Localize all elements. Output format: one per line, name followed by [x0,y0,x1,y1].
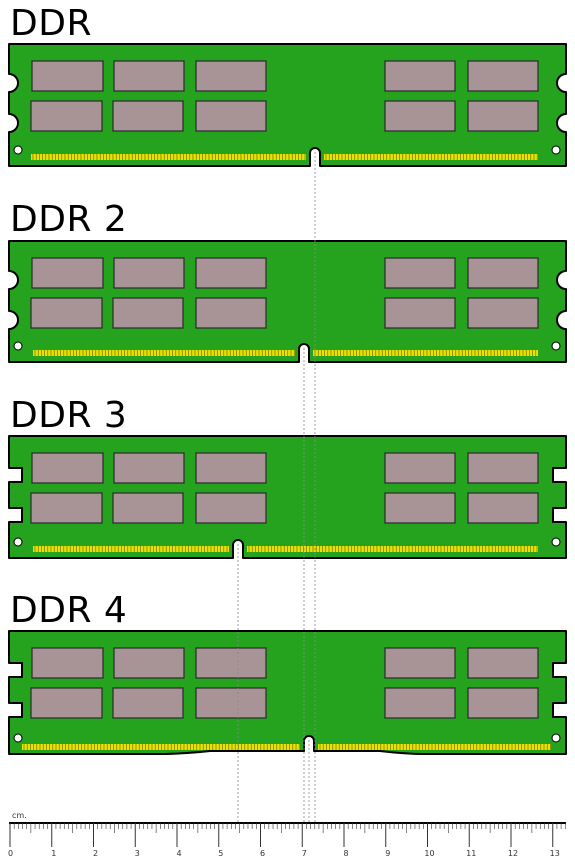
contact-strip-left-ddr4 [22,744,300,750]
memory-chip-ddr1 [113,60,185,92]
memory-chip-ddr4 [467,687,539,719]
memory-chip-ddr1 [195,60,267,92]
module-ddr4 [8,630,567,755]
memory-chip-ddr3 [113,452,185,484]
memory-chip-ddr3 [467,492,539,524]
memory-chip-ddr1 [30,100,103,132]
memory-chip-ddr3 [195,452,267,484]
memory-chip-ddr2 [467,297,539,329]
memory-chip-ddr2 [112,297,184,329]
ruler-label-3: 3 [135,849,140,858]
memory-chip-ddr1 [195,100,267,132]
mount-hole-left-ddr4 [13,733,23,743]
memory-chip-ddr2 [30,297,103,329]
memory-chip-ddr4 [112,687,184,719]
memory-chip-ddr2 [195,257,267,289]
mount-hole-right-ddr3 [551,537,561,547]
ruler-label-7: 7 [302,849,307,858]
mount-hole-right-ddr2 [551,341,561,351]
ruler-label-12: 12 [508,849,518,858]
memory-chip-ddr1 [384,60,456,92]
memory-chip-ddr1 [467,100,539,132]
memory-chip-ddr4 [195,647,267,679]
memory-chip-ddr2 [195,297,267,329]
memory-chip-ddr3 [384,452,456,484]
mount-hole-right-ddr4 [551,733,561,743]
mount-hole-right-ddr1 [551,145,561,155]
memory-chip-ddr2 [384,297,456,329]
contact-strip-left-ddr2 [33,350,295,356]
memory-chip-ddr4 [384,647,456,679]
memory-chip-ddr3 [31,452,104,484]
contact-strip-right-ddr2 [313,350,538,356]
memory-chip-ddr3 [195,492,267,524]
ruler-label-0: 0 [8,849,13,858]
contact-strip-right-ddr1 [324,154,538,160]
mount-hole-left-ddr2 [13,341,23,351]
mount-hole-left-ddr1 [13,145,23,155]
contact-strip-right-ddr3 [247,546,538,552]
memory-chip-ddr4 [467,647,539,679]
ruler-unit-label: cm. [12,811,27,820]
ruler-label-1: 1 [51,849,56,858]
memory-chip-ddr3 [467,452,539,484]
memory-chip-ddr1 [31,60,104,92]
memory-chip-ddr2 [113,257,185,289]
ruler-label-11: 11 [466,849,476,858]
ruler-label-9: 9 [385,849,390,858]
module-title-ddr: DDR [10,3,92,44]
memory-chip-ddr4 [384,687,456,719]
memory-chip-ddr1 [384,100,456,132]
ruler-label-6: 6 [260,849,265,858]
memory-chip-ddr1 [112,100,184,132]
memory-chip-ddr2 [467,257,539,289]
contact-strip-right-ddr4 [318,744,551,750]
ruler-label-4: 4 [176,849,181,858]
memory-chip-ddr3 [30,492,103,524]
module-title-ddr2: DDR 2 [10,199,128,240]
memory-chip-ddr2 [31,257,104,289]
module-title-ddr4: DDR 4 [10,590,128,631]
module-title-ddr3: DDR 3 [10,395,128,436]
memory-chip-ddr3 [112,492,184,524]
memory-chip-ddr4 [113,647,185,679]
module-ddr1 [8,43,567,167]
ruler-label-5: 5 [218,849,223,858]
module-ddr2 [8,240,567,363]
memory-chip-ddr2 [384,257,456,289]
ruler-label-10: 10 [424,849,434,858]
ruler-label-8: 8 [343,849,348,858]
ruler-label-13: 13 [550,849,560,858]
memory-chip-ddr1 [467,60,539,92]
memory-chip-ddr3 [384,492,456,524]
memory-chip-ddr4 [30,687,103,719]
contact-strip-left-ddr1 [31,154,306,160]
memory-chip-ddr4 [31,647,104,679]
ruler-label-2: 2 [93,849,98,858]
module-ddr3 [8,435,567,559]
mount-hole-left-ddr3 [13,537,23,547]
memory-chip-ddr4 [195,687,267,719]
